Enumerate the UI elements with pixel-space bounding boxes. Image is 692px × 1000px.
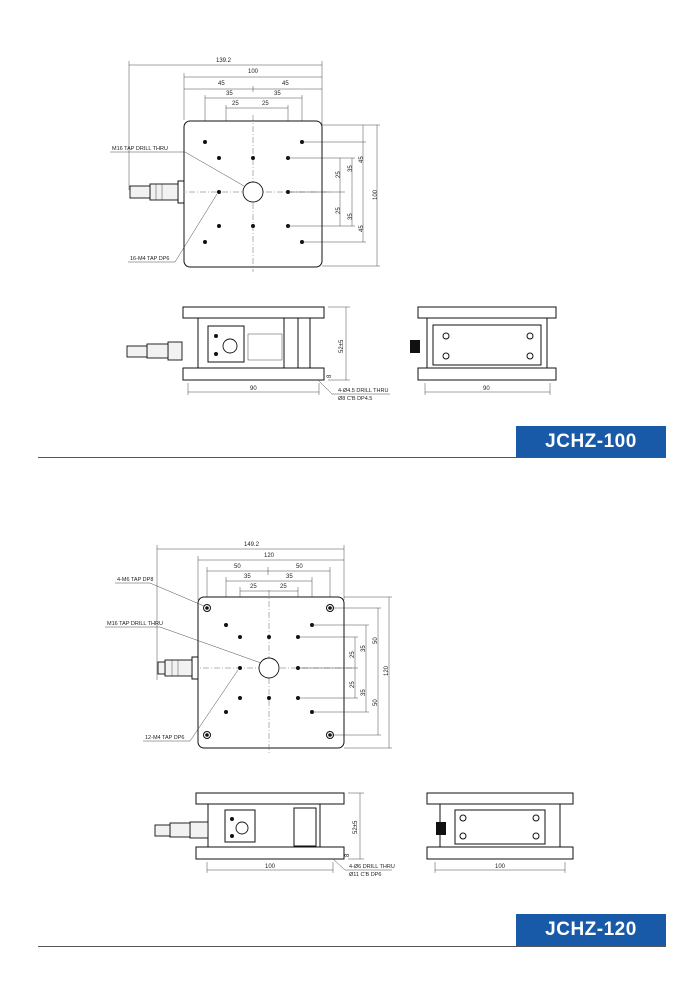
dim-overall-length: 139.2 (216, 58, 232, 64)
dim-v-35-bottom: 35 (348, 213, 354, 220)
dim-overall-length: 149.2 (244, 542, 260, 548)
dim-side-height: 52±5 (353, 820, 359, 834)
jchz120-end-view: 100 (426, 792, 574, 873)
callout-m4-holes: 12-M4 TAP DP6 (145, 735, 184, 741)
dim-v-25-top: 25 (336, 171, 342, 178)
tap-holes (203, 140, 304, 244)
callout-counterbore: Ø8 C'B DP4.5 (338, 396, 372, 402)
micrometer-head (157, 656, 199, 680)
model-badge: JCHZ-100 (516, 426, 666, 457)
dim-h-50-right: 50 (296, 564, 303, 570)
dim-v-45-bottom: 45 (359, 225, 365, 232)
dim-v-100: 100 (373, 189, 379, 200)
m6-holes (203, 604, 334, 739)
dim-h-25-right: 25 (262, 101, 269, 107)
dim-end-width: 100 (495, 864, 506, 870)
callout-center-tap: M16 TAP DRILL THRU (107, 621, 163, 627)
dim-v-35-bottom: 35 (361, 689, 367, 696)
dim-h-50-left: 50 (234, 564, 241, 570)
side-top-plate (182, 306, 325, 319)
callout-mount-holes: 4-Ø6 DRILL THRU (349, 864, 395, 870)
dim-v-120: 120 (384, 665, 390, 676)
jchz120-side-view: 52±5 8 100 4-Ø6 DRILL THRU Ø11 C'B DP6 (154, 792, 395, 878)
dim-v-35-top: 35 (361, 645, 367, 652)
dim-base-thickness: 8 (327, 374, 333, 378)
dim-v-25-bottom: 25 (350, 681, 356, 688)
jchz100-top-view: 139.2 100 45 45 35 35 25 25 (110, 58, 380, 272)
dim-v-50-top: 50 (373, 637, 379, 644)
dim-h-25-left: 25 (250, 584, 257, 590)
callout-m4-holes: 16-M4 TAP DP6 (130, 256, 169, 262)
callout-counterbore: Ø11 C'B DP6 (349, 872, 381, 878)
jchz100-side-view: 52±5 8 90 4-Ø4.5 DRILL THRU Ø8 C'B DP4.5 (126, 306, 390, 402)
dim-v-25-bottom: 25 (336, 207, 342, 214)
dim-h-35-left: 35 (244, 574, 251, 580)
callout-m6-holes: 4-M6 TAP DP8 (117, 577, 153, 583)
dim-v-45-top: 45 (359, 156, 365, 163)
dim-side-width: 90 (250, 386, 257, 392)
callout-mount-holes: 4-Ø4.5 DRILL THRU (338, 388, 388, 394)
dim-v-35-top: 35 (348, 165, 354, 172)
jchz100-end-view: 90 (410, 306, 557, 395)
dim-h-45-left: 45 (218, 81, 225, 87)
dim-h-25-right: 25 (280, 584, 287, 590)
micrometer-head (129, 180, 185, 204)
dim-h-45-right: 45 (282, 81, 289, 87)
dim-h-35-right: 35 (286, 574, 293, 580)
dim-v-25-top: 25 (350, 651, 356, 658)
dim-h-35-left: 35 (226, 91, 233, 97)
dim-plate-width: 120 (264, 553, 275, 559)
dim-side-height: 52±5 (339, 339, 345, 353)
dim-v-50-bottom: 50 (373, 699, 379, 706)
model-badge: JCHZ-120 (516, 914, 666, 946)
jchz120-top-view: 149.2 120 50 50 35 35 25 25 (105, 542, 392, 754)
section-divider (38, 946, 666, 947)
dim-end-width: 90 (483, 386, 490, 392)
dim-h-25-left: 25 (232, 101, 239, 107)
dim-h-35-right: 35 (274, 91, 281, 97)
model-label: JCHZ-100 (545, 430, 637, 452)
callout-center-tap: M16 TAP DRILL THRU (112, 146, 168, 152)
center-hole (242, 181, 264, 203)
dim-side-width: 100 (265, 864, 276, 870)
dim-base-thickness: 8 (345, 853, 351, 857)
section-divider (38, 457, 666, 458)
model-label: JCHZ-120 (545, 919, 637, 940)
dim-plate-width: 100 (248, 69, 259, 75)
